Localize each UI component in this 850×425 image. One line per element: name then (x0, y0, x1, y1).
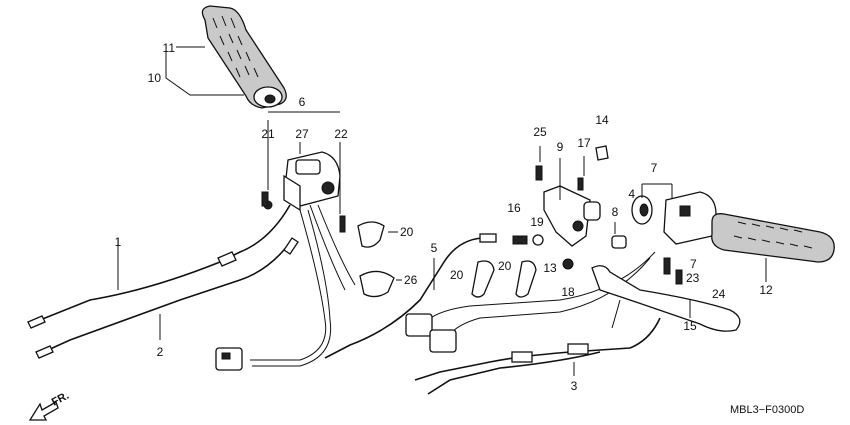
callout-27: 27 (295, 127, 309, 141)
front-marker-label: FR. (50, 390, 71, 409)
callout-3: 3 (571, 379, 578, 393)
callout-25: 25 (533, 125, 547, 139)
callout-6: 6 (299, 95, 306, 109)
left-switch-housing (261, 151, 346, 233)
callout-8: 8 (612, 205, 619, 219)
callout-14: 14 (595, 113, 609, 127)
callout-13: 13 (543, 261, 557, 275)
callout-2: 2 (157, 345, 164, 359)
callout-26: 26 (404, 273, 418, 287)
right-grip (711, 213, 835, 263)
callout-9: 9 (557, 140, 564, 154)
callout-23: 23 (686, 271, 700, 285)
callout-24: 24 (712, 287, 726, 301)
callout-20-mid-right: 20 (498, 259, 512, 273)
callout-7-mid: 7 (690, 257, 697, 271)
callout-19: 19 (530, 215, 544, 229)
callout-18: 18 (561, 285, 575, 299)
callout-1: 1 (115, 235, 122, 249)
wire-clamp (357, 221, 395, 298)
callout-11: 11 (163, 41, 176, 55)
callout-21: 21 (261, 127, 275, 141)
left-grip (201, 5, 287, 109)
callout-20-mid-left: 20 (450, 268, 464, 282)
callout-20-left: 20 (400, 225, 414, 239)
callout-5: 5 (431, 241, 438, 255)
callout-10: 10 (148, 71, 162, 85)
figure-code: MBL3−F0300D (730, 404, 804, 416)
callout-17: 17 (577, 136, 591, 150)
front-direction-arrow: FR. (28, 390, 71, 421)
callout-22: 22 (334, 127, 348, 141)
callout-4: 4 (628, 187, 635, 201)
callout-15: 15 (683, 319, 697, 333)
callout-12: 12 (759, 283, 773, 297)
callout-labels: 11 10 6 21 27 22 1 2 20 26 5 20 20 25 9 … (115, 41, 773, 393)
right-switch-housing (631, 191, 717, 285)
callout-16: 16 (507, 201, 521, 215)
callout-7-top: 7 (651, 161, 658, 175)
